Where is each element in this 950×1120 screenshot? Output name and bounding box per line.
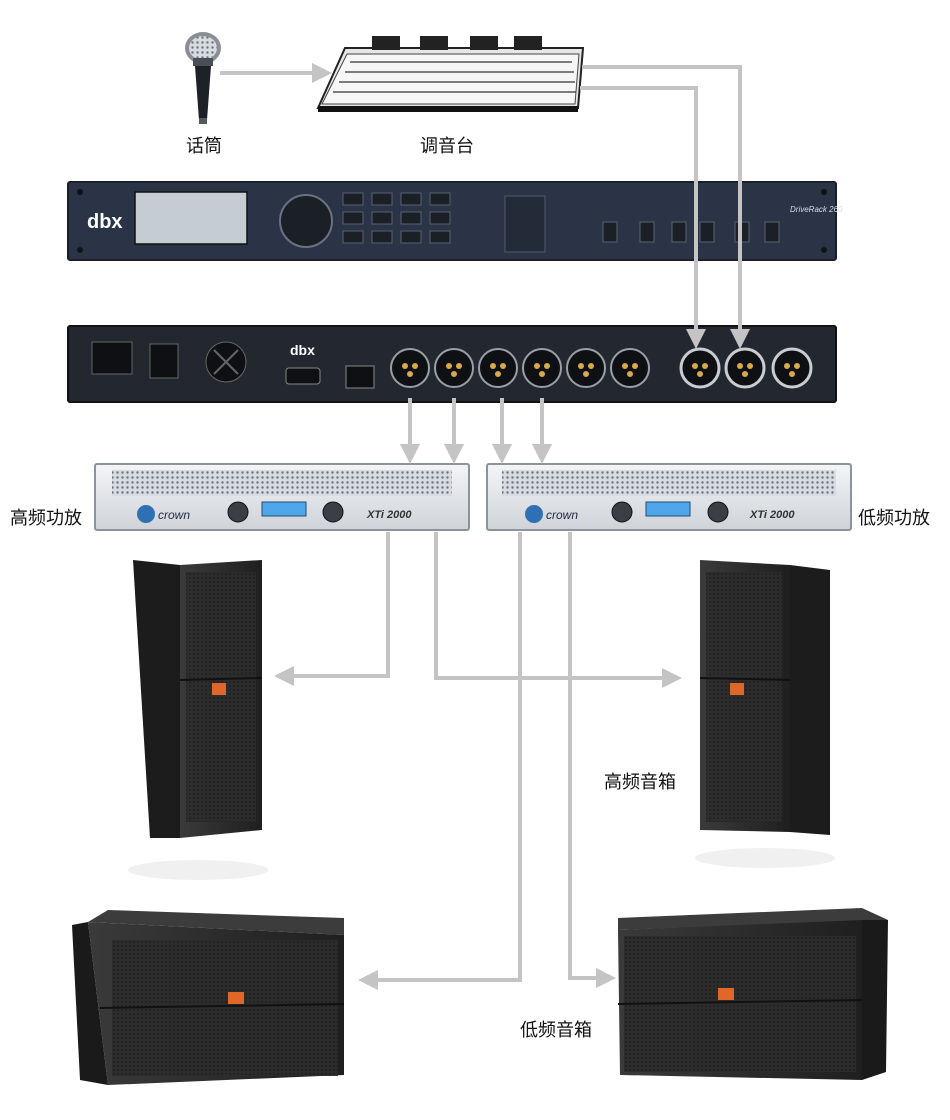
cable-mixer-to-input-a xyxy=(580,86,706,349)
low-amp-knob-left-icon xyxy=(611,501,633,523)
high-amp-brand: crown xyxy=(158,508,190,522)
xlr-outputs xyxy=(390,348,650,388)
xlr-output-pins xyxy=(402,363,638,377)
speaker-badge-icon xyxy=(212,683,226,695)
high-amp-logo-icon xyxy=(137,505,155,523)
high-amp-knob-right-icon xyxy=(322,501,344,523)
high-speaker-right xyxy=(695,560,835,868)
processor-brand-front: dbx xyxy=(87,211,123,233)
processor-lcd xyxy=(134,191,248,245)
mixer-label: 调音台 xyxy=(420,136,474,157)
low-amp-logo-icon xyxy=(525,505,543,523)
power-inlet xyxy=(91,341,133,375)
processor-meter xyxy=(504,195,546,253)
low-speaker-right xyxy=(617,908,888,1080)
low-speaker-left xyxy=(72,910,345,1085)
low-amp-brand: crown xyxy=(546,508,578,522)
high-speaker-label: 高频音箱 xyxy=(604,772,676,793)
high-amp-model: XTi 2000 xyxy=(366,509,412,521)
cable-mixer-to-input-b xyxy=(582,65,750,349)
high-speaker-left xyxy=(128,560,268,880)
power-switch xyxy=(149,343,179,379)
speaker-badge-icon xyxy=(228,992,244,1004)
cable-high-amp-to-right-speaker xyxy=(434,532,682,688)
microphone-icon xyxy=(185,32,221,124)
low-amp-model: XTi 2000 xyxy=(749,509,795,521)
high-amp-display xyxy=(261,501,307,517)
processor-brand-rear: dbx xyxy=(290,342,315,358)
speaker-badge-icon xyxy=(718,988,734,1000)
processor-rear-panel: dbx xyxy=(67,325,837,403)
cable-low-amp-to-right-sub xyxy=(568,532,616,988)
processor-keypad xyxy=(342,192,451,244)
high-amplifier: crown XTi 2000 xyxy=(94,463,470,531)
cable-low-amp-to-left-sub xyxy=(358,532,522,990)
microphone-label: 话筒 xyxy=(186,136,222,157)
control-port xyxy=(345,365,375,389)
low-amplifier: crown XTi 2000 xyxy=(486,463,852,531)
low-amp-display xyxy=(645,501,691,517)
low-amp-knob-right-icon xyxy=(707,501,729,523)
high-amp-knob-left-icon xyxy=(227,501,249,523)
rs232-port xyxy=(285,367,321,385)
cable-high-amp-to-left-speaker xyxy=(274,532,390,686)
processor-channel-mutes xyxy=(602,221,780,243)
speaker-badge-icon xyxy=(730,683,744,695)
xlr-inputs xyxy=(679,347,813,389)
processor-knob-icon xyxy=(279,194,333,248)
cooling-fan-icon xyxy=(205,341,247,383)
signal-cables xyxy=(220,63,750,990)
mixer-console-icon xyxy=(316,36,585,112)
processor-model-label: DriveRack 260 xyxy=(790,205,843,214)
high-amp-label: 高频功放 xyxy=(10,508,82,529)
low-amp-label: 低频功放 xyxy=(858,508,930,529)
low-speaker-label: 低频音箱 xyxy=(520,1020,592,1041)
processor-front-panel: dbx DriveRack 260 xyxy=(67,181,843,261)
